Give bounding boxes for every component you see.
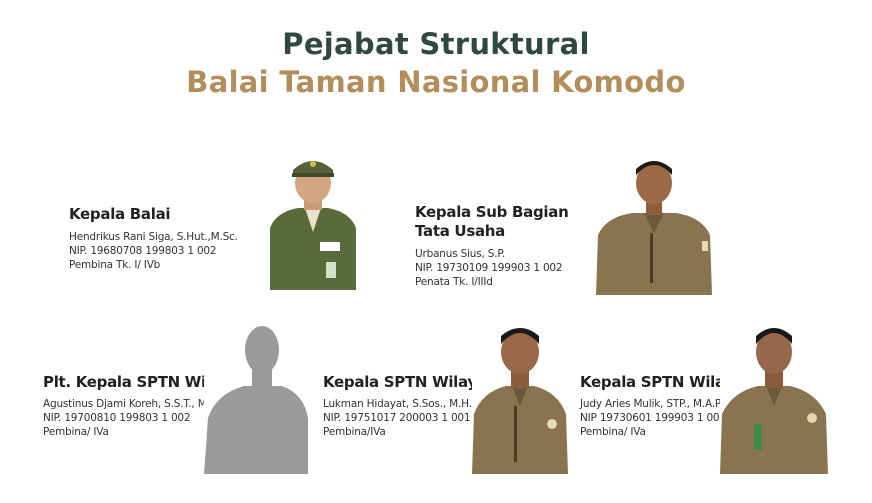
official-rank: Pembina/ IVa	[43, 426, 109, 438]
official-card-sptn-wilayah-2: Kepala SPTN Wilayah II Lukman Hidayat, S…	[323, 373, 513, 439]
official-nip: NIP 19730601 199903 1 005	[580, 412, 726, 424]
official-nip: NIP. 19680708 199803 1 002	[69, 245, 217, 257]
page-title: Pejabat Struktural	[282, 27, 590, 61]
official-nip: NIP. 19751017 200003 1 001	[323, 412, 471, 424]
official-card-kepala-balai: Kepala Balai Hendrikus Rani Siga, S.Hut.…	[69, 205, 238, 272]
official-card-kasubag-tu: Kepala Sub Bagian Tata Usaha Urbanus Siu…	[415, 203, 569, 289]
official-role: Kepala SPTN Wilayah II	[323, 373, 513, 391]
official-rank: Pembina Tk. I/ IVb	[69, 259, 161, 271]
person-silhouette-icon	[204, 322, 308, 474]
page-subtitle: Balai Taman Nasional Komodo	[186, 65, 686, 99]
official-rank: Penata Tk. I/IIId	[415, 276, 493, 288]
official-name: Judy Aries Mulik, STP., M.A.P.	[580, 398, 723, 410]
official-photo-sptn-wilayah-2	[472, 318, 568, 474]
official-rank: Pembina/ IVa	[580, 426, 646, 438]
official-name: Agustinus Djami Koreh, S.S.T., M.Si.	[43, 398, 223, 410]
official-role-line1: Kepala Sub Bagian	[415, 203, 569, 221]
official-rank: Pembina/IVa	[323, 426, 386, 438]
official-name: Urbanus Sius, S.P.	[415, 248, 506, 260]
official-nip: NIP. 19700810 199803 1 002	[43, 412, 191, 424]
official-name: Hendrikus Rani Siga, S.Hut.,M.Sc.	[69, 231, 238, 243]
official-role: Kepala Balai	[69, 205, 171, 223]
official-role-line2: Tata Usaha	[415, 222, 505, 240]
official-photo-kasubag-tu	[594, 153, 714, 295]
official-name: Lukman Hidayat, S.Sos., M.H.	[323, 398, 472, 410]
official-photo-kepala-balai	[268, 150, 358, 290]
official-photo-sptn-wilayah-3	[720, 320, 828, 474]
official-nip: NIP. 19730109 199903 1 002	[415, 262, 563, 274]
